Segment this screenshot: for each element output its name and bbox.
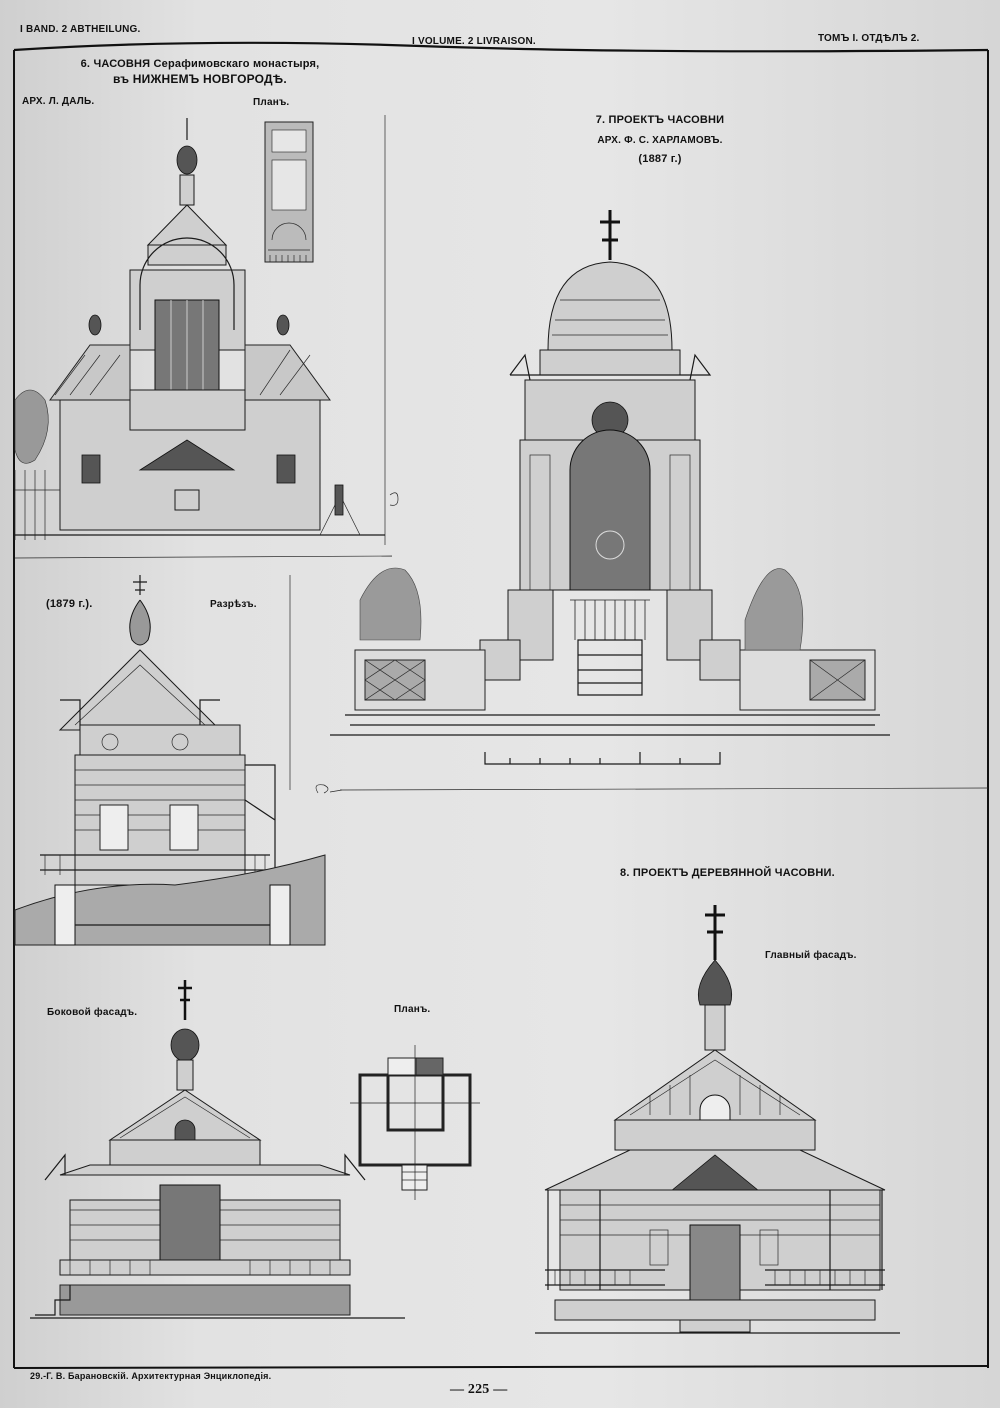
- plan-drawing-6: [264, 121, 314, 263]
- plate6-title-line2: въ НИЖНЕМЪ НОВГОРОДѢ.: [113, 72, 287, 86]
- chapel-main-facade-8: [535, 905, 900, 1334]
- plate8-plan-label: Планъ.: [394, 1004, 431, 1015]
- plate6-architect: АРХ. Л. ДАЛЬ.: [22, 96, 95, 107]
- chapel-section-6: [14, 575, 326, 946]
- plate7-title: 7. ПРОЕКТЪ ЧАСОВНИ: [595, 114, 725, 126]
- plate8-title: 8. ПРОЕКТЪ ДЕРЕВЯННОЙ ЧАСОВНИ.: [620, 867, 835, 879]
- plate8-main-facade-label: Главный фасадъ.: [765, 950, 857, 961]
- plate6-section-label: Разрѣзъ.: [210, 599, 257, 610]
- plate7-year: (1887 г.): [638, 153, 682, 165]
- chapel-elevation-6: [14, 118, 385, 540]
- page-number: — 225 —: [450, 1382, 508, 1397]
- header-center: I VOLUME. 2 LIVRAISON.: [412, 36, 536, 47]
- footer-source: 29.-Г. В. Барановскій. Архитектурная Энц…: [30, 1371, 272, 1381]
- plate6-plan-label: Планъ.: [253, 97, 290, 108]
- plate8-side-facade-label: Боковой фасадъ.: [47, 1007, 138, 1018]
- header-left: I BAND. 2 ABTHEILUNG.: [20, 24, 141, 35]
- chapel-side-facade-8: [30, 980, 405, 1319]
- plate6-title-line1: 6. ЧАСОВНЯ Серафимовскаго монастыря,: [80, 58, 320, 70]
- chapel-elevation-7: [330, 210, 890, 765]
- plan-drawing-8: [350, 1045, 480, 1200]
- plate7-architect: АРХ. Ф. С. ХАРЛАМОВЪ.: [597, 135, 723, 146]
- plate6-year: (1879 г.).: [46, 598, 93, 610]
- plate-frame: [13, 41, 989, 1369]
- header-right: ТОМЪ I. ОТДѢЛЪ 2.: [818, 33, 920, 44]
- panel-dividers: [14, 115, 989, 794]
